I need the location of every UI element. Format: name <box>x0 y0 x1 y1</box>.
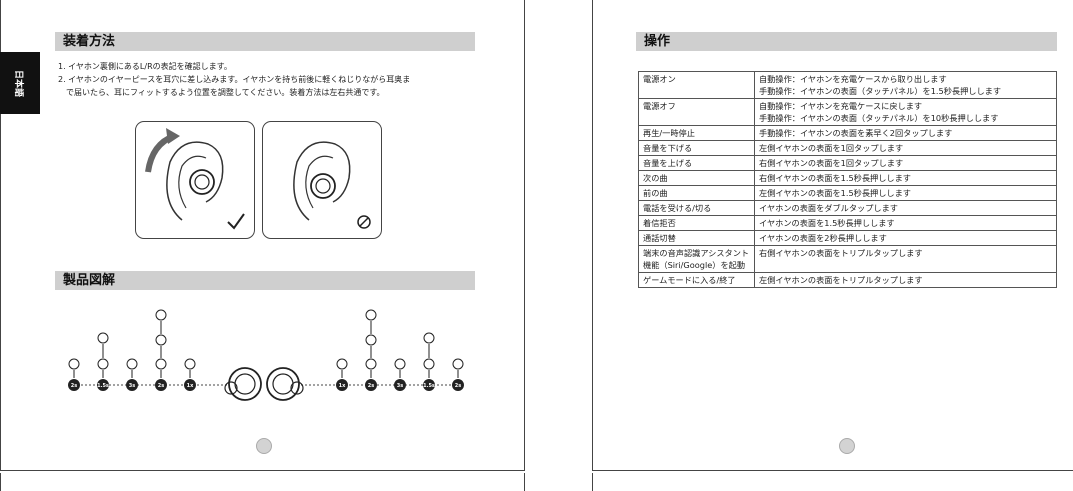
wearing-line: 2. イヤホンのイヤーピースを耳穴に差し込みます。イヤホンを持ち前後に軽くねじり… <box>58 75 411 84</box>
table-row: 次の曲 右側イヤホンの表面を1.5秒長押しします <box>638 170 1057 186</box>
badge-label: 2s <box>455 383 461 389</box>
badge-label: 3s <box>397 383 403 389</box>
table-row: 再生/一時停止 手動操作：イヤホンの表面を素早く2回タップします <box>638 125 1057 141</box>
right-stack-next-icon <box>423 332 435 378</box>
operation-description: 自動操作：イヤホンを充電ケースに戻します手動操作：イヤホンの表面（タッチパネル）… <box>754 98 1057 126</box>
operation-name: 音量を上げる <box>638 155 755 171</box>
operation-description: 右側イヤホンの表面を1回タップします <box>754 155 1057 171</box>
operation-name: 再生/一時停止 <box>638 125 755 141</box>
badge-label: 2s <box>368 383 374 389</box>
table-row: ゲームモードに入る/終了 左側イヤホンの表面をトリプルタップします <box>638 272 1057 288</box>
table-row: 音量を下げる 左側イヤホンの表面を1回タップします <box>638 140 1057 156</box>
table-row: 音量を上げる 右側イヤホンの表面を1回タップします <box>638 155 1057 171</box>
operation-description: 左側イヤホンの表面を1回タップします <box>754 140 1057 156</box>
table-row: 通話切替 イヤホンの表面を2秒長押しします <box>638 230 1057 246</box>
page-border-bottom-left <box>0 470 525 471</box>
badge-label: 1x <box>339 383 346 389</box>
operation-heading: 操作 <box>636 32 1057 51</box>
wearing-line: で届いたら、耳にフィットするよう位置を調整してください。装着方法は左右共通です。 <box>58 88 385 97</box>
right-stack-play-icon <box>365 309 377 378</box>
product-diagram: 2s 1.5s 3s 2s 1x 1x 2s 3s 1.5s 2s <box>68 309 464 401</box>
wearing-figure-incorrect <box>262 121 382 239</box>
description-line: 手動操作：イヤホンの表面（タッチパネル）を10秒長押しします <box>759 113 999 123</box>
page-border-bottom-right <box>592 470 1073 471</box>
operation-description: 左側イヤホンの表面を1.5秒長押しします <box>754 185 1057 201</box>
ear-outline <box>166 141 224 221</box>
table-row: 着信拒否 イヤホンの表面を1.5秒長押しします <box>638 215 1057 231</box>
badge-label: 3s <box>129 383 135 389</box>
operation-name: 次の曲 <box>638 170 755 186</box>
operation-description: イヤホンの表面をダブルタップします <box>754 200 1057 216</box>
earbud-right-icon <box>266 367 304 401</box>
left-stack-volume-icon <box>184 358 196 378</box>
wearing-line: 1. イヤホン裏側にあるL/Rの表記を確認します。 <box>58 62 232 71</box>
badge-label: 1x <box>187 383 194 389</box>
operation-name: 通話切替 <box>638 230 755 246</box>
table-row: 電源オン 自動操作：イヤホンを充電ケースから取り出します手動操作：イヤホンの表面… <box>638 71 1057 99</box>
right-stack-call-icon <box>452 358 464 378</box>
table-row: 電源オフ 自動操作：イヤホンを充電ケースに戻します手動操作：イヤホンの表面（タッ… <box>638 98 1057 126</box>
earbud-left-icon <box>224 367 262 401</box>
earbud-icon <box>189 169 215 195</box>
diagram-heading: 製品図解 <box>55 271 475 290</box>
checkmark-icon <box>227 213 245 230</box>
language-tab-label: 日本語 <box>13 69 24 97</box>
table-row: 端末の音声認識アシスタント機能（Siri/Google）を起動 右側イヤホンの表… <box>638 245 1057 273</box>
operation-description: 右側イヤホンの表面をトリプルタップします <box>754 245 1057 273</box>
left-stack-call-icon <box>68 358 80 378</box>
table-row: 前の曲 左側イヤホンの表面を1.5秒長押しします <box>638 185 1057 201</box>
operation-description: 手動操作：イヤホンの表面を素早く2回タップします <box>754 125 1057 141</box>
description-line: 手動操作：イヤホンの表面（タッチパネル）を1.5秒長押しします <box>759 86 1002 96</box>
wearing-figure-correct <box>135 121 255 239</box>
badge-label: 2s <box>158 383 164 389</box>
operation-name: 端末の音声認識アシスタント機能（Siri/Google）を起動 <box>638 245 755 273</box>
left-stack-game-icon <box>126 358 138 378</box>
ear-outline <box>293 141 351 221</box>
operation-description: イヤホンの表面を1.5秒長押しします <box>754 215 1057 231</box>
operation-name: 電源オン <box>638 71 755 99</box>
earbud-icon <box>310 173 336 199</box>
crop-mark <box>0 473 1 491</box>
wearing-instructions: 1. イヤホン裏側にあるL/Rの表記を確認します。 2. イヤホンのイヤーピース… <box>58 60 410 99</box>
left-stack-prev-icon <box>97 332 109 378</box>
prohibited-icon <box>357 215 371 229</box>
operation-name: 着信拒否 <box>638 215 755 231</box>
operation-name: 前の曲 <box>638 185 755 201</box>
left-stack-play-icon <box>155 309 167 378</box>
badge-label: 1.5s <box>423 383 435 389</box>
operation-description: 自動操作：イヤホンを充電ケースから取り出します手動操作：イヤホンの表面（タッチパ… <box>754 71 1057 99</box>
description-line: 自動操作：イヤホンを充電ケースに戻します <box>759 101 923 111</box>
language-tab: 日本語 <box>0 52 40 114</box>
wearing-heading: 装着方法 <box>55 32 475 51</box>
crop-mark <box>524 473 525 491</box>
operation-name: 音量を下げる <box>638 140 755 156</box>
page-border-left <box>0 0 1 470</box>
page-number-right <box>839 438 855 454</box>
badge-label: 2s <box>71 383 77 389</box>
operation-description: イヤホンの表面を2秒長押しします <box>754 230 1057 246</box>
operation-description: 右側イヤホンの表面を1.5秒長押しします <box>754 170 1057 186</box>
operation-name: ゲームモードに入る/終了 <box>638 272 755 288</box>
operation-name: 電話を受ける/切る <box>638 200 755 216</box>
operation-table: 電源オン 自動操作：イヤホンを充電ケースから取り出します手動操作：イヤホンの表面… <box>638 71 1057 288</box>
crop-mark <box>592 473 593 491</box>
page-border-mid-left <box>524 0 525 470</box>
badge-label: 1.5s <box>97 383 109 389</box>
page-number-left <box>256 438 272 454</box>
right-stack-volume-icon <box>336 358 348 378</box>
operation-description: 左側イヤホンの表面をトリプルタップします <box>754 272 1057 288</box>
right-stack-mic-icon <box>394 358 406 378</box>
description-line: 自動操作：イヤホンを充電ケースから取り出します <box>759 74 947 84</box>
operation-name: 電源オフ <box>638 98 755 126</box>
page-border-mid-right <box>592 0 593 470</box>
table-row: 電話を受ける/切る イヤホンの表面をダブルタップします <box>638 200 1057 216</box>
